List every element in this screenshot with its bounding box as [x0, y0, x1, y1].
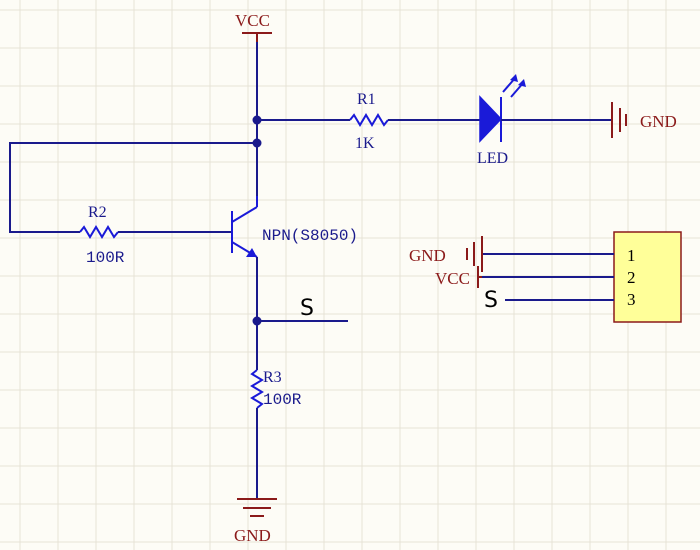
- led-symbol: [479, 74, 526, 143]
- connector-pin-3: 3: [627, 290, 636, 309]
- transistor-collector: [231, 206, 258, 223]
- r1-resistor: [349, 113, 389, 127]
- vcc-top-label: VCC: [235, 11, 270, 30]
- vcc-power-port: VCC: [235, 11, 272, 42]
- r1-ref: R1: [357, 91, 376, 108]
- connector-s-label: S: [484, 288, 498, 313]
- connector-gnd-label: GND: [409, 246, 446, 265]
- connector-gnd-port: GND: [409, 236, 483, 272]
- transistor-part: NPN(S8050): [262, 227, 358, 245]
- r1-value: 1K: [355, 135, 375, 152]
- npn-transistor: [231, 196, 258, 258]
- r3-resistor: [250, 369, 264, 409]
- gnd-bottom-power-port: GND: [234, 498, 277, 545]
- r3-value: 100R: [263, 391, 302, 409]
- connector-body: [613, 231, 682, 323]
- gnd-bottom-label: GND: [234, 526, 271, 545]
- r2-value: 100R: [86, 249, 125, 267]
- r3-ref: R3: [263, 369, 282, 386]
- gnd-right-power-port: GND: [611, 102, 677, 138]
- r2-loop-wire: [9, 142, 257, 233]
- led-triangle: [479, 95, 503, 143]
- connector-pin-1: 1: [627, 246, 636, 265]
- transistor-emitter-arrow: [246, 248, 257, 257]
- led-arrow-head: [518, 79, 526, 87]
- connector-vcc-label: VCC: [435, 269, 470, 288]
- led-arrow-head: [510, 74, 518, 82]
- connector-header: 1 2 3: [613, 231, 682, 323]
- r2-ref: R2: [88, 204, 107, 221]
- r2-resistor: [79, 225, 119, 239]
- connector-pin-2: 2: [627, 268, 636, 287]
- connector-vcc-port: VCC: [435, 266, 482, 288]
- led-ref: LED: [477, 150, 508, 167]
- gnd-right-label: GND: [640, 112, 677, 131]
- signal-net-label: S: [300, 296, 314, 321]
